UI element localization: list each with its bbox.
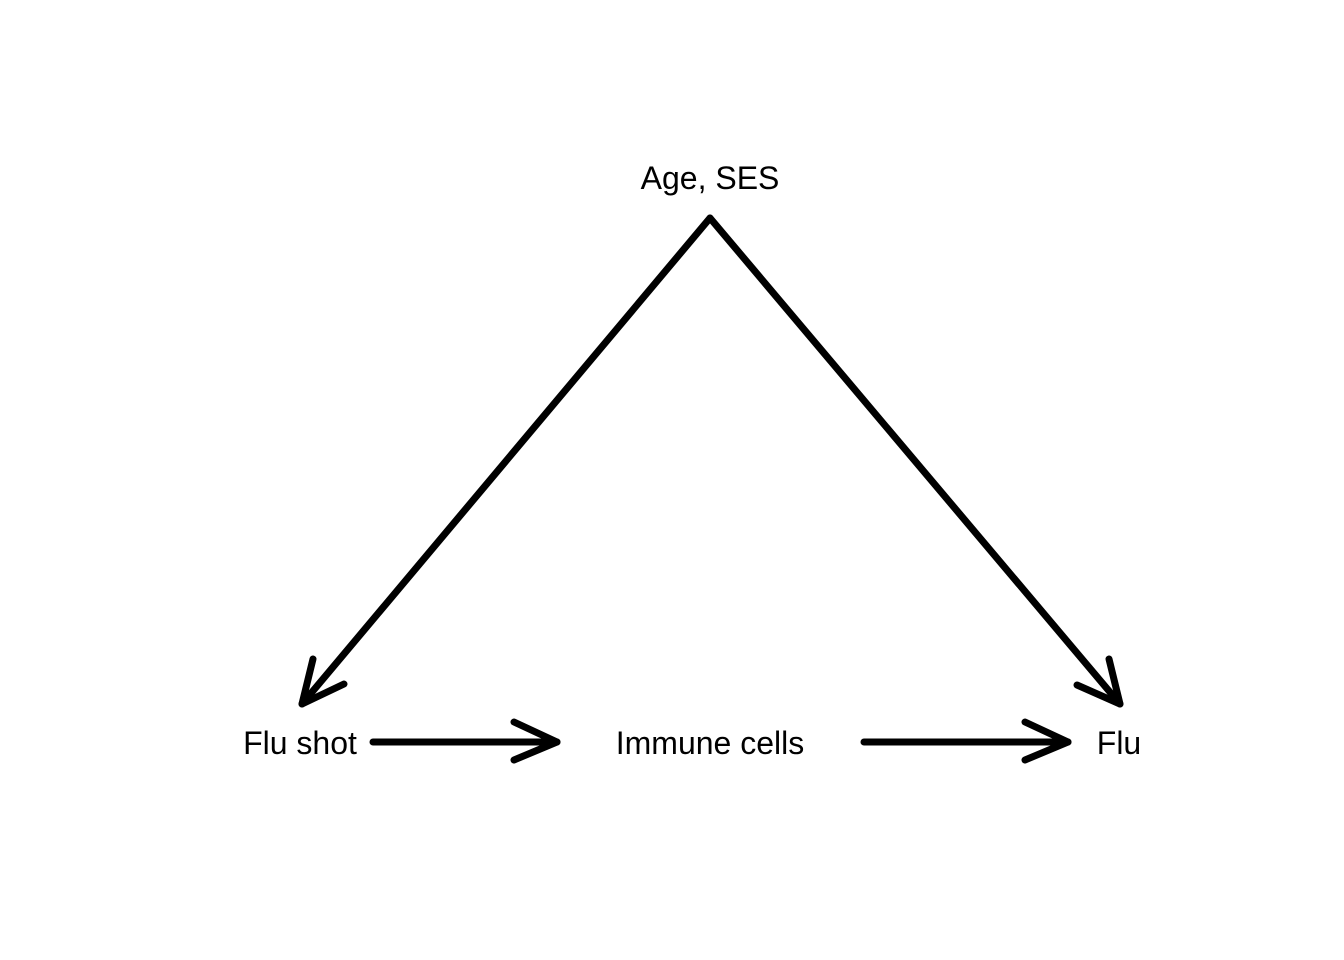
node-treatment-label: Flu shot [243, 725, 357, 761]
arrowhead-icon [1021, 718, 1072, 764]
edge-line [706, 214, 1124, 708]
edge-confounder-to-outcome [706, 214, 1124, 708]
edge-mediator-to-outcome [860, 718, 1072, 764]
edge-treatment-to-mediator [369, 718, 561, 764]
arrowhead-icon [1073, 655, 1124, 708]
edge-line [298, 214, 714, 708]
node-outcome-label: Flu [1097, 725, 1141, 761]
node-mediator-label: Immune cells [616, 725, 805, 761]
arrowhead-icon [510, 718, 561, 764]
arrowhead-icon [298, 655, 348, 708]
edges [298, 214, 1124, 764]
edge-confounder-to-treatment [298, 214, 714, 708]
nodes: Age, SES Flu shot Immune cells Flu [243, 160, 1141, 761]
node-confounder-label: Age, SES [641, 160, 780, 196]
